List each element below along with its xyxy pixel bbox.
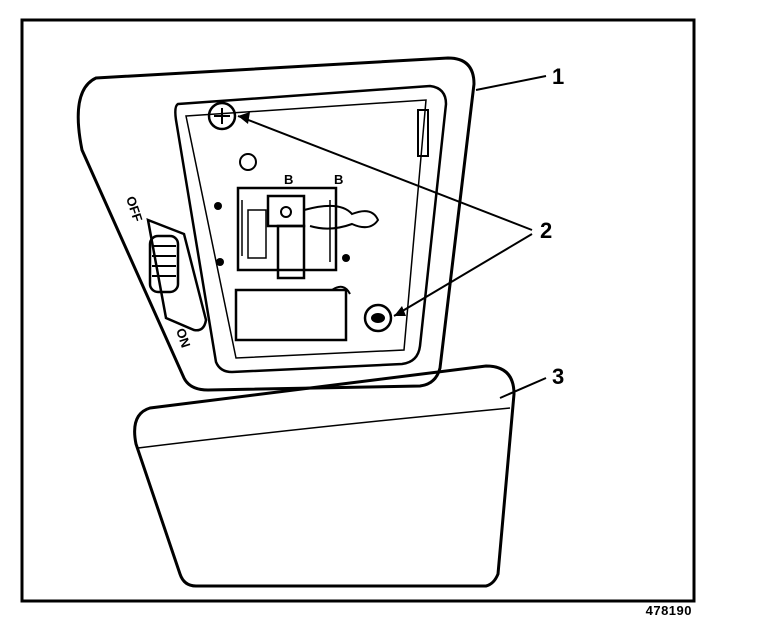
lamp-lens — [133, 364, 516, 588]
leader-lines — [237, 75, 547, 399]
screw-top — [207, 101, 237, 131]
screw-bottom — [363, 303, 393, 333]
callout-2: 2 — [540, 218, 552, 243]
callout-3: 3 — [552, 364, 564, 389]
svg-text:B: B — [334, 172, 343, 187]
diagram-border — [20, 18, 696, 603]
figure-id: 478190 — [645, 603, 692, 618]
svg-text:B: B — [284, 172, 293, 187]
switch-on-label: ON — [173, 326, 193, 349]
switch-off-label: OFF — [123, 194, 145, 223]
callout-1: 1 — [552, 64, 564, 89]
dome-lamp-housing: B B — [76, 56, 476, 392]
